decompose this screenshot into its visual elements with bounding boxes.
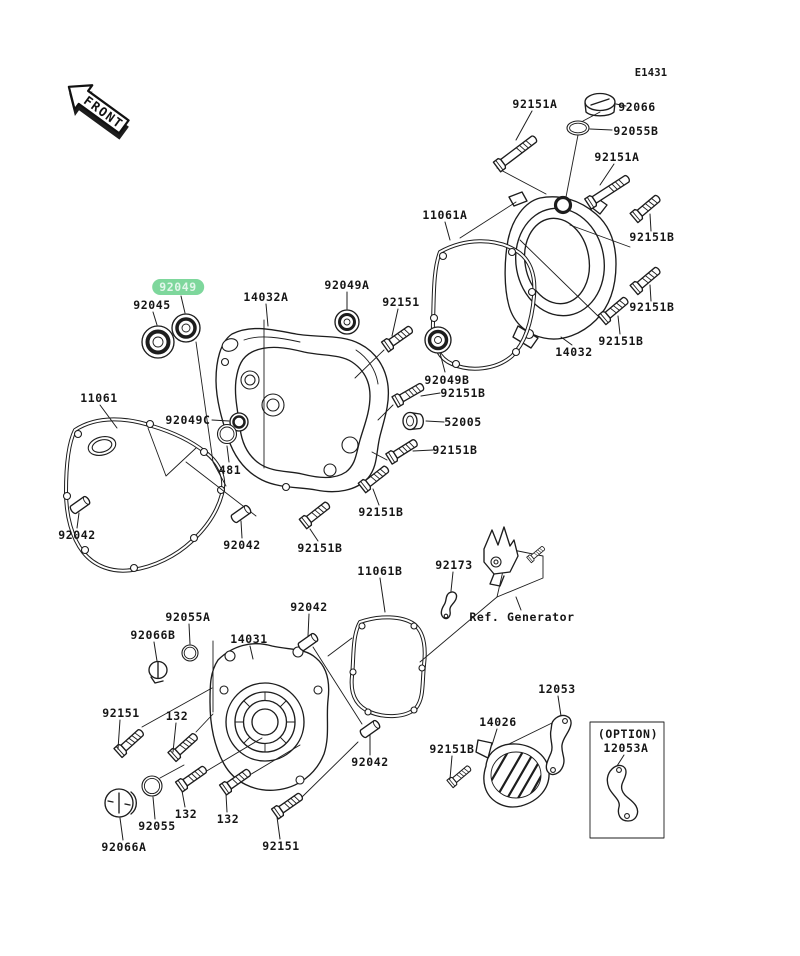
- o-ring-481-drawing: [216, 423, 238, 445]
- cap-92066A-drawing: [104, 788, 137, 818]
- part-label-14032a: 14032A: [243, 290, 289, 304]
- o-ring-92055B-drawing: [566, 120, 590, 136]
- seal-92049A-drawing: [334, 309, 360, 335]
- part-label-92151: 92151: [382, 295, 420, 309]
- part-label-92049a: 92049A: [324, 278, 370, 292]
- part-label-92066: 92066: [618, 100, 656, 114]
- part-label-92042: 92042: [58, 528, 96, 542]
- bracket-92173-drawing: [440, 591, 458, 620]
- part-label-92045: 92045: [133, 298, 171, 312]
- part-label-14031: 14031: [230, 632, 268, 646]
- gasket-11061-drawing: [62, 417, 226, 573]
- part-label-12053a: 12053A: [603, 741, 649, 755]
- part-label-92042: 92042: [351, 755, 389, 769]
- part-label-12053: 12053: [538, 682, 576, 696]
- part-label-92151b: 92151B: [358, 505, 404, 519]
- part-label-92151b: 92151B: [432, 443, 478, 457]
- part-label-option: (OPTION): [597, 727, 659, 741]
- oil-cap-92066-drawing: [584, 92, 616, 117]
- guard-14026-drawing: [475, 739, 550, 808]
- part-label-132: 132: [174, 807, 198, 821]
- bearing-92045-drawing: [141, 325, 175, 359]
- seal-92049B-drawing: [424, 326, 452, 354]
- breather-52005-drawing: [402, 411, 424, 431]
- part-label-92066b: 92066B: [130, 628, 176, 642]
- bracket-12053-drawing: [545, 714, 572, 776]
- part-label-132: 132: [216, 812, 240, 826]
- generator-assembly-drawing: [440, 526, 544, 620]
- part-label-92151b: 92151B: [297, 541, 343, 555]
- part-label-132: 132: [165, 709, 189, 723]
- part-label-92049c: 92049C: [165, 413, 211, 427]
- part-label-14026: 14026: [479, 715, 517, 729]
- part-label-92055a: 92055A: [165, 610, 211, 624]
- part-label-92173: 92173: [435, 558, 473, 572]
- part-label-92151: 92151: [262, 839, 300, 853]
- part-label-11061: 11061: [80, 391, 118, 405]
- option-bracket-12053A-drawing: [589, 721, 665, 839]
- part-label-92042: 92042: [290, 600, 328, 614]
- part-label-92055b: 92055B: [613, 124, 659, 138]
- seal-92049-drawing: [171, 313, 201, 343]
- part-label-e1431: E1431: [634, 67, 668, 79]
- part-label-92049b: 92049B: [424, 373, 470, 387]
- part-label-14032: 14032: [555, 345, 593, 359]
- part-label-92151b: 92151B: [429, 742, 475, 756]
- part-label-11061a: 11061A: [422, 208, 468, 222]
- gasket-11061B-drawing: [349, 615, 427, 719]
- part-label-92151b: 92151B: [629, 230, 675, 244]
- part-label-92151b: 92151B: [440, 386, 486, 400]
- part-label-ref-generator: Ref. Generator: [469, 610, 575, 624]
- o-ring-92055-drawing: [141, 775, 163, 797]
- leader-lines: [76, 103, 652, 841]
- plug-92066B-drawing: [148, 660, 168, 684]
- o-ring-92055A-drawing: [181, 644, 199, 662]
- part-label-92151a: 92151A: [512, 97, 558, 111]
- part-label-481: 481: [218, 463, 242, 477]
- part-label-52005: 52005: [444, 415, 482, 429]
- part-label-92055: 92055: [138, 819, 176, 833]
- cover-14031-drawing: [209, 643, 330, 791]
- part-label-92042: 92042: [223, 538, 261, 552]
- part-label-92151: 92151: [102, 706, 140, 720]
- seal-92049C-drawing: [229, 412, 249, 432]
- part-label-92151b: 92151B: [629, 300, 675, 314]
- part-label-11061b: 11061B: [357, 564, 403, 578]
- cover-14032A-drawing: [215, 327, 390, 493]
- part-label-92066a: 92066A: [101, 840, 147, 854]
- part-label-92151a: 92151A: [594, 150, 640, 164]
- alignment-lines: [141, 111, 631, 800]
- part-label-92049[interactable]: 92049: [152, 279, 204, 295]
- gasket-11061A-drawing: [429, 239, 537, 371]
- part-label-92151b: 92151B: [598, 334, 644, 348]
